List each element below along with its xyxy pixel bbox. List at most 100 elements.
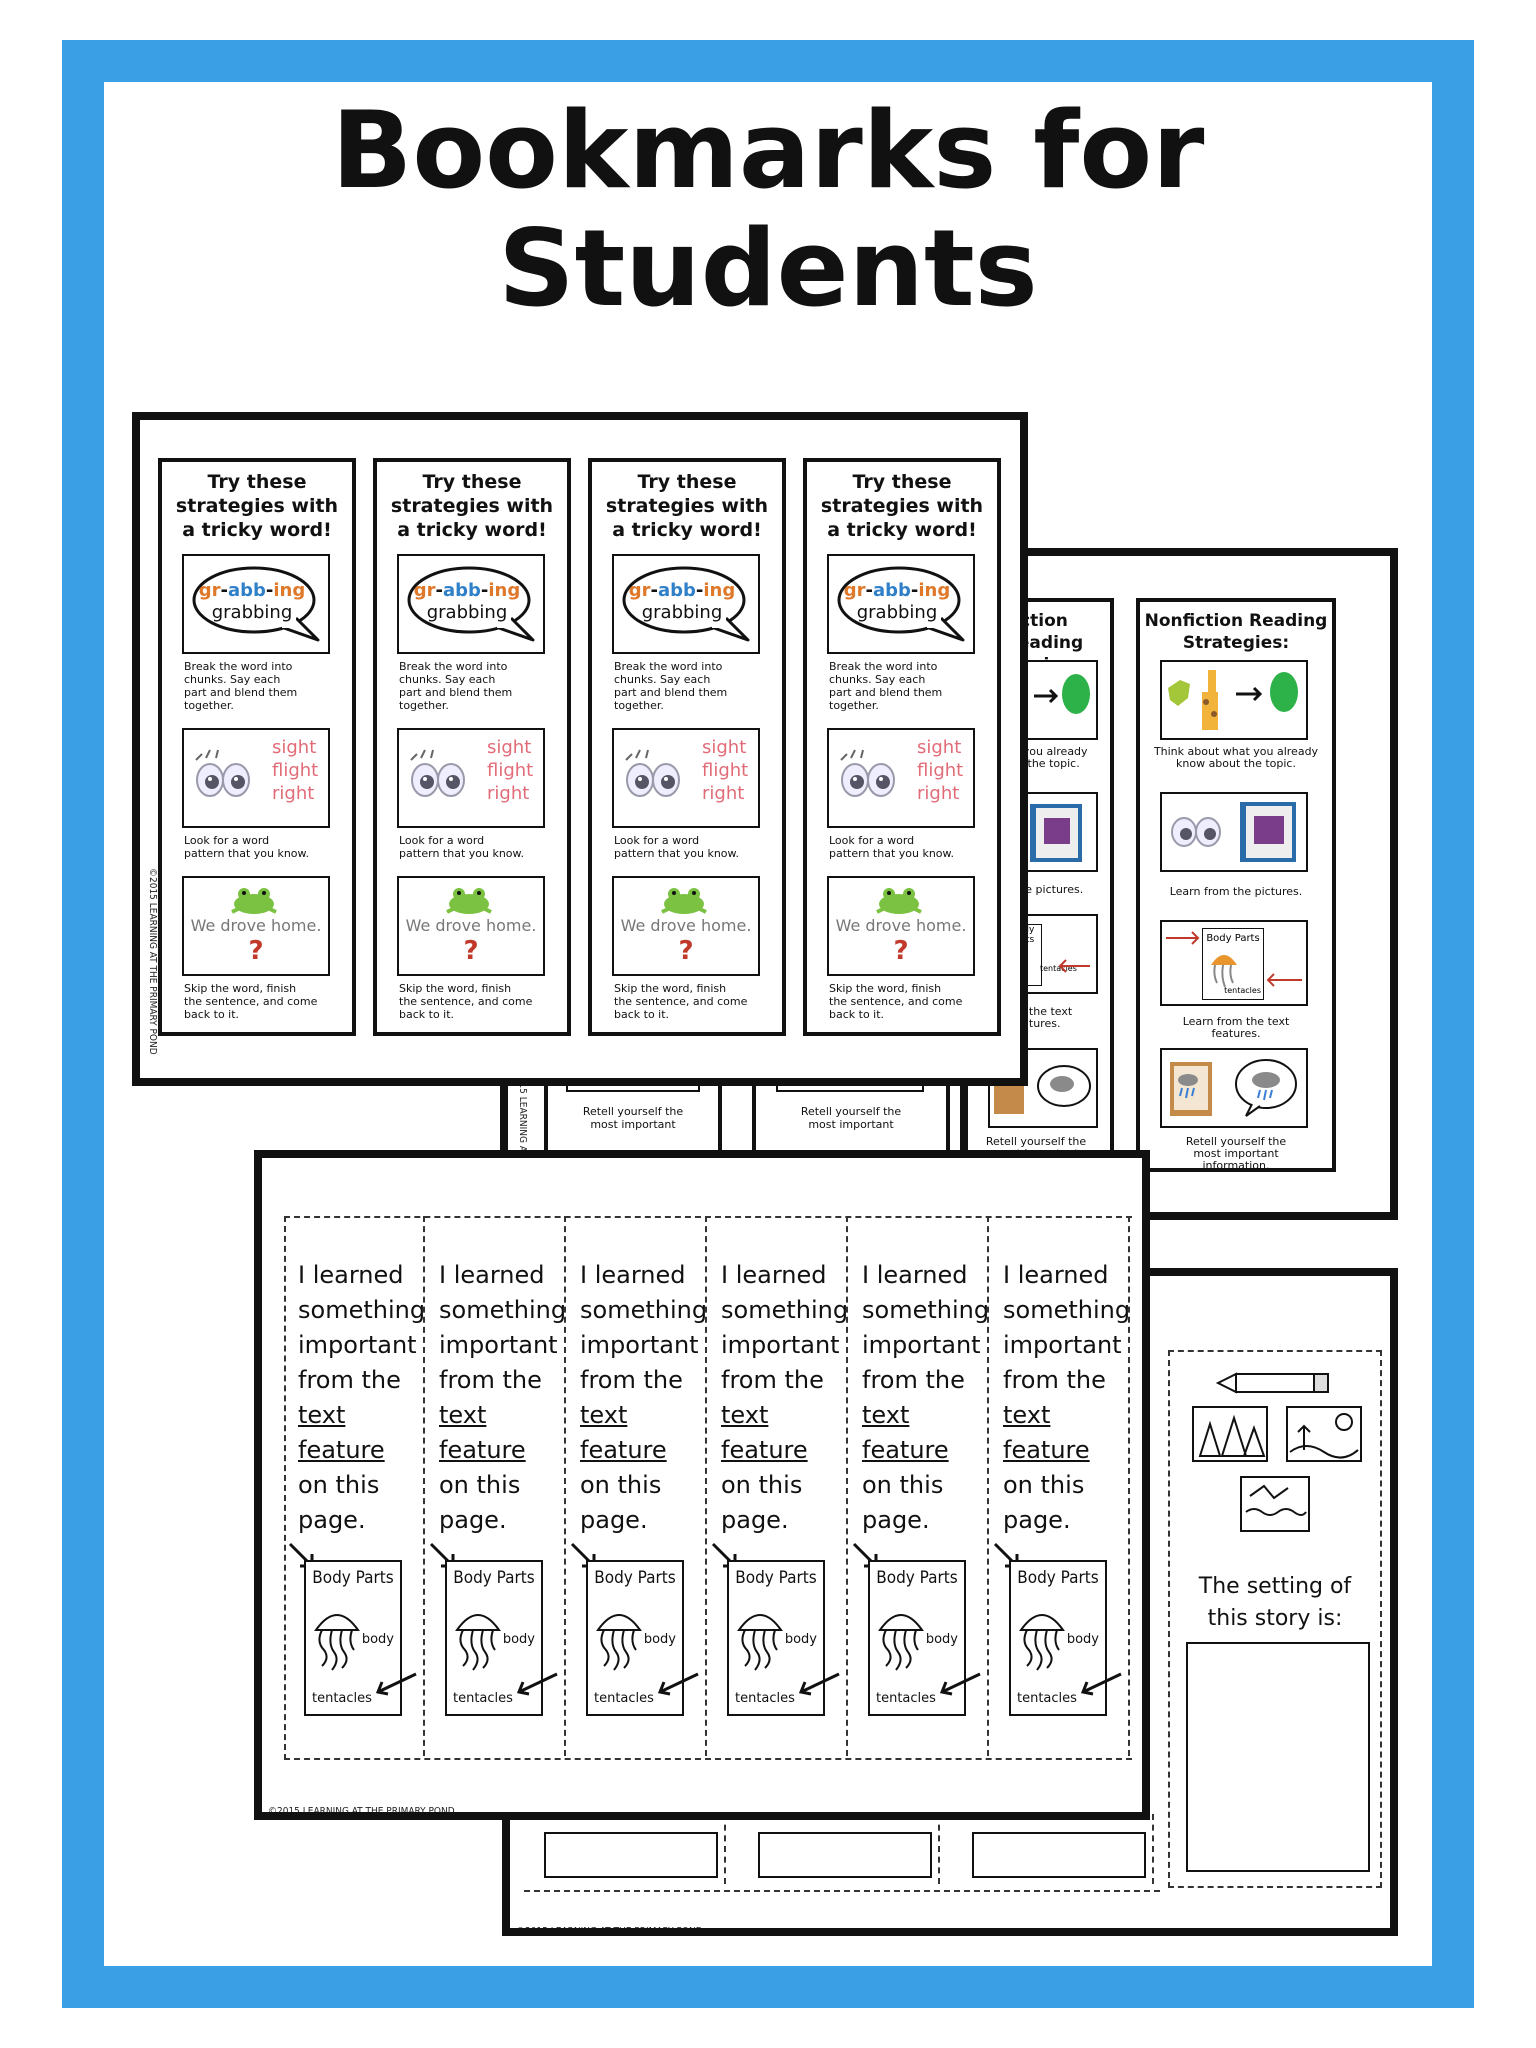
features-caption-line-1: Learn from the text [1182, 1015, 1290, 1028]
prompt-line-4: from the [580, 1366, 683, 1394]
skip-sentence: We drove home. [835, 916, 967, 935]
body-parts-diagram-label: tentacles [1224, 986, 1261, 995]
prompt-line-4: from the [439, 1366, 542, 1394]
question-mark-icon: ? [463, 936, 479, 966]
label-arrow-icon [939, 1672, 981, 1696]
pattern-box: sight flight right [182, 728, 330, 828]
prompt-line-6: feature [580, 1436, 667, 1464]
chunk-caption-line-4: together. [614, 699, 664, 712]
skip-caption-line-2: the sentence, and come [614, 995, 748, 1008]
retell-box [1160, 1048, 1308, 1128]
chunk-part-1: gr [628, 580, 651, 601]
prompt-line-6: feature [862, 1436, 949, 1464]
tentacles-label: tentacles [594, 1691, 654, 1706]
full-word: grabbing [211, 602, 293, 623]
eyes-icon [625, 749, 680, 797]
prompt-line-2: something [298, 1296, 426, 1324]
pattern-words: sight flight right [272, 736, 318, 805]
jellyfish-icon [737, 1614, 783, 1671]
strategy-title: Try these strategies with a tricky word! [162, 470, 352, 542]
book-thought-cloud-icon [1170, 1059, 1297, 1117]
strategy-title-line-2: strategies with [390, 495, 554, 517]
skip-caption-line-3: back to it. [614, 1008, 670, 1021]
skip-sentence: We drove home. [405, 916, 537, 935]
strategy-title-line-2: strategies with [820, 495, 984, 517]
pattern-word-3: right [702, 783, 745, 804]
prompt-line-6: feature [721, 1436, 808, 1464]
desert-scene-icon [1286, 1406, 1362, 1462]
chunk-caption-line-2: chunks. Say each [829, 673, 926, 686]
body-parts-card-title: Body Parts [594, 1568, 676, 1588]
retell-strip-1-line-1: Retell yourself the [582, 1105, 684, 1118]
body-label: body [502, 1632, 535, 1647]
jellyfish-icon [314, 1614, 360, 1671]
body-parts-card: Body Parts body tentacles [445, 1560, 543, 1716]
frog-icon [231, 888, 277, 914]
pattern-caption-line-1: Look for a word [829, 834, 915, 847]
prompt-line-7: on this [298, 1471, 380, 1499]
prompt-line-4: from the [862, 1366, 965, 1394]
giraffe-leaf-icon [1168, 670, 1298, 730]
setting-prompt-line-1: The setting of [1198, 1574, 1352, 1599]
skip-sentence: We drove home. [620, 916, 752, 935]
strategy-bookmark-2: Try these strategies with a tricky word!… [373, 458, 571, 1036]
setting-answer-box[interactable] [1186, 1642, 1370, 1872]
pattern-caption: Look for a word pattern that you know. [184, 834, 334, 860]
chunk-part-1: gr [843, 580, 866, 601]
jellyfish-icon [596, 1614, 642, 1671]
label-arrow-icon [375, 1672, 417, 1696]
prompt-line-3: important [298, 1331, 417, 1359]
strategy-title-line-3: a tricky word! [827, 519, 977, 541]
eyes-icon [410, 749, 465, 797]
eyes-icon [840, 749, 895, 797]
chunk-caption-line-3: part and blend them [829, 686, 943, 699]
pattern-words: sight flight right [487, 736, 533, 805]
chunked-word: gr-abb-ing [198, 580, 306, 601]
setting-sheet-bottom-strip [524, 1814, 1160, 1892]
text-feature-sheet: ©2015 LEARNING AT THE PRIMARY POND I lea… [254, 1150, 1150, 1820]
pattern-word-1: sight [917, 737, 962, 758]
pattern-box: sight flight right [827, 728, 975, 828]
pattern-word-3: right [917, 783, 960, 804]
strategy-bookmark-3: Try these strategies with a tricky word!… [588, 458, 786, 1036]
body-parts-card: Body Parts body tentacles [727, 1560, 825, 1716]
skip-caption-line-1: Skip the word, finish [399, 982, 512, 995]
chunk-part-2: abb [442, 580, 481, 601]
tentacles-label: tentacles [876, 1691, 936, 1706]
prompt-line-3: important [862, 1331, 981, 1359]
frog-icon [446, 888, 492, 914]
chunked-word: gr-abb-ing [628, 580, 736, 601]
body-parts-card-title: Body Parts [735, 1568, 817, 1588]
chunk-caption-line-2: chunks. Say each [184, 673, 281, 686]
chunk-part-3: ing [703, 580, 736, 601]
chunk-caption-line-1: Break the word into [184, 660, 293, 673]
red-arrow-right-icon [1166, 931, 1200, 945]
strategy-title-line-2: strategies with [175, 495, 339, 517]
chunk-part-1: gr [198, 580, 221, 601]
chunk-caption-line-1: Break the word into [614, 660, 723, 673]
question-mark-icon: ? [248, 936, 264, 966]
speech-bubble-icon [837, 566, 965, 642]
prompt-line-1: I learned [298, 1261, 404, 1289]
body-parts-card-title: Body Parts [312, 1568, 394, 1588]
pattern-caption-line-2: pattern that you know. [399, 847, 525, 860]
chunk-caption-line-1: Break the word into [829, 660, 938, 673]
skip-caption-line-3: back to it. [399, 1008, 455, 1021]
jellyfish-icon [1019, 1614, 1065, 1671]
chunk-caption-line-2: chunks. Say each [399, 673, 496, 686]
body-label: body [643, 1632, 676, 1647]
prompt-line-6: feature [439, 1436, 526, 1464]
pattern-word-2: flight [702, 760, 749, 781]
skip-caption-line-1: Skip the word, finish [614, 982, 727, 995]
strategies-sheet: ©2015 LEARNING AT THE PRIMARY POND Try t… [132, 412, 1028, 1086]
red-arrow-left-icon [1266, 973, 1302, 987]
prompt-line-1: I learned [580, 1261, 686, 1289]
pattern-caption-line-2: pattern that you know. [184, 847, 310, 860]
setting-bookmark: The setting of this story is: [1168, 1350, 1382, 1888]
speech-bubble-icon [192, 566, 320, 642]
prompt-line-8: page. [721, 1506, 789, 1534]
pencil-icon [1215, 1372, 1329, 1394]
